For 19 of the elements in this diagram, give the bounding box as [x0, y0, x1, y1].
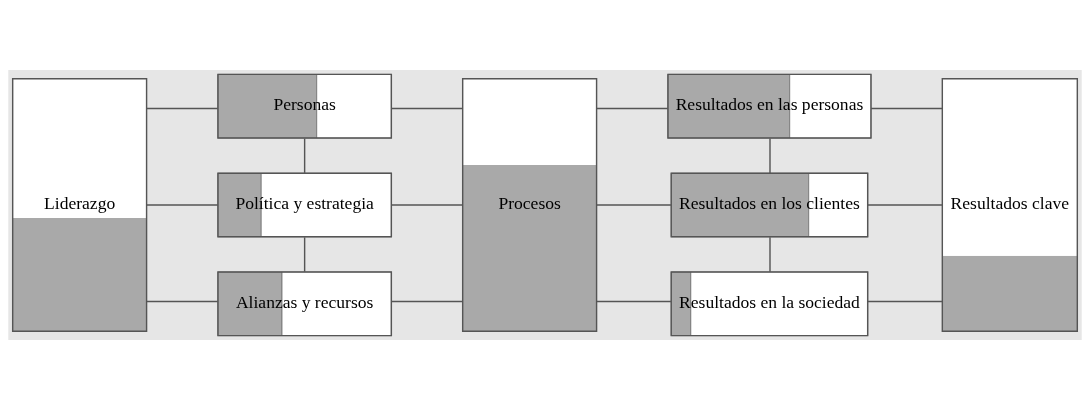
connector — [596, 300, 672, 302]
connector — [390, 203, 464, 206]
connector — [390, 107, 464, 109]
connector — [769, 137, 771, 174]
connector — [596, 203, 672, 206]
connector — [390, 300, 464, 302]
connector — [867, 300, 943, 302]
connector — [596, 107, 669, 109]
connector — [146, 203, 219, 206]
connector — [146, 107, 219, 109]
connector — [303, 236, 306, 272]
connector — [769, 236, 771, 272]
node-box: Procesos — [461, 77, 598, 332]
connector — [870, 107, 943, 109]
connector — [303, 137, 306, 174]
connector — [867, 203, 943, 206]
node-box: Resultados clave — [941, 77, 1079, 332]
connector — [146, 300, 219, 302]
node-box: Liderazgo — [11, 77, 148, 332]
